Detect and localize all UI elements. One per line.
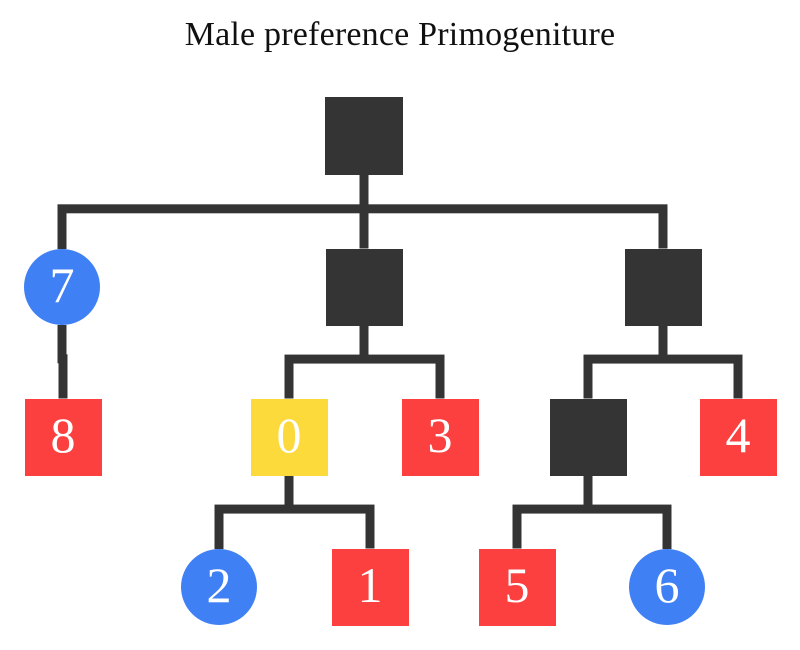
edge-parent-stem: [359, 325, 369, 360]
tree-node-4[interactable]: 4: [699, 398, 777, 476]
tree-node-8[interactable]: 8: [24, 398, 102, 476]
edge-child-stem: [58, 358, 68, 399]
edge-bus: [512, 504, 672, 514]
tree-node-label: 0: [276, 407, 302, 463]
edge-bus: [57, 204, 668, 214]
edge-bus: [284, 354, 445, 364]
tree-node-5[interactable]: 5: [478, 548, 556, 626]
tree-node-label: 2: [206, 557, 232, 613]
tree-node-label: 6: [654, 557, 680, 613]
page-title: Male preference Primogeniture: [184, 16, 616, 53]
edge-child-stem: [658, 208, 668, 249]
tree-node-label: 8: [50, 407, 76, 463]
edge-bus: [214, 504, 375, 514]
edge-parent-stem: [359, 175, 369, 209]
edge-parent-stem: [658, 325, 668, 360]
edge-parent-stem: [284, 475, 294, 510]
tree-node-0[interactable]: 0: [250, 398, 328, 476]
tree-node-label: 7: [49, 257, 75, 313]
tree-node-1[interactable]: 1: [331, 548, 409, 626]
tree-node-label: 4: [725, 407, 751, 463]
tree-node-label: 1: [357, 557, 383, 613]
edge-child-stem: [284, 359, 294, 399]
edge-child-stem: [365, 509, 375, 549]
edge-child-stem: [359, 208, 369, 249]
edge-child-stem: [57, 208, 67, 249]
tree-node-root[interactable]: [325, 97, 403, 175]
edge-child-stem: [512, 509, 522, 549]
edge-child-stem: [662, 509, 672, 549]
edge-child-stem: [435, 359, 445, 399]
edge-child-stem: [733, 359, 743, 399]
edge-parent-stem: [583, 475, 593, 510]
tree-node-6[interactable]: 6: [629, 549, 705, 625]
edge-child-stem: [583, 359, 593, 399]
tree-node-7[interactable]: 7: [24, 249, 100, 325]
tree-node-label: 5: [504, 557, 530, 613]
tree-node-m_rt[interactable]: [624, 248, 702, 326]
edge-bus: [583, 354, 743, 364]
tree-node-label: 3: [427, 407, 453, 463]
edge-child-stem: [214, 509, 224, 549]
tree-node-2[interactable]: 2: [181, 549, 257, 625]
edge-parent-stem: [57, 325, 67, 359]
edge-bus: [57, 354, 68, 364]
tree-node-m_mid[interactable]: [325, 248, 403, 326]
tree-node-3[interactable]: 3: [401, 398, 479, 476]
tree-node-m_lr[interactable]: [549, 398, 627, 476]
